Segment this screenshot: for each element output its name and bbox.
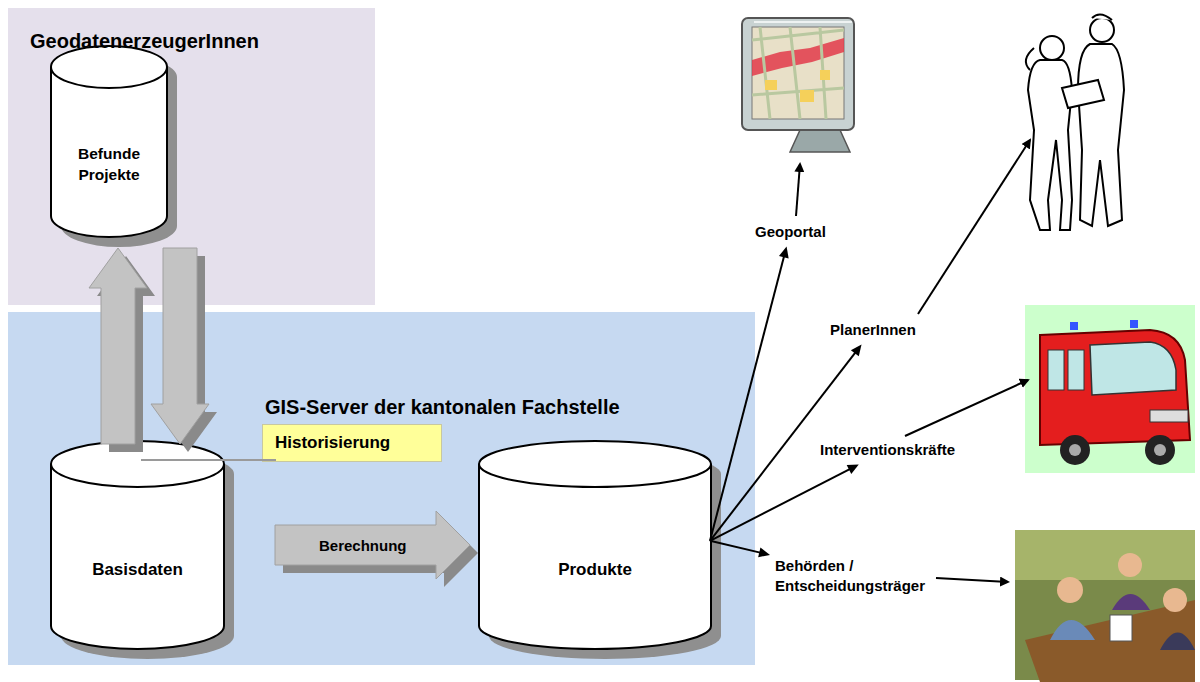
block-arrow <box>151 248 217 452</box>
connector-line <box>710 247 789 541</box>
node-text: Basisdaten <box>86 559 189 581</box>
fire-truck <box>1025 305 1195 473</box>
node-text: PlanerInnen <box>830 320 916 340</box>
block-arrow <box>89 248 155 452</box>
user-label: Geoportal <box>755 222 826 242</box>
node-text: Befunde Projekte <box>50 144 168 184</box>
connector-line <box>710 465 859 541</box>
pointer-lines <box>796 140 1030 582</box>
callout-box: Historisierung <box>262 424 442 462</box>
planner-figures <box>1026 14 1124 230</box>
database-cylinder: Produkte <box>478 440 712 650</box>
leader-line <box>141 459 276 461</box>
cylinder-text-area: Basisdaten <box>50 490 225 650</box>
cylinder-text-area: Befunde Projekte <box>50 91 168 238</box>
user-label: PlanerInnen <box>830 320 916 340</box>
node-text: Historisierung <box>275 433 390 453</box>
block-arrow <box>275 511 478 587</box>
monitor-icon <box>742 18 854 152</box>
connector-line <box>710 345 862 541</box>
node-text: Geoportal <box>755 222 826 242</box>
database-cylinder: Befunde Projekte <box>50 45 168 238</box>
cylinder-text-area: Produkte <box>478 490 712 650</box>
node-text: Interventionskräfte <box>820 440 955 460</box>
connector-line <box>710 541 770 557</box>
node-text: Behörden / Entscheidungsträger <box>775 556 940 595</box>
user-label: Behörden / Entscheidungsträger <box>775 556 940 595</box>
node-text: Produkte <box>552 559 638 581</box>
database-cylinder: Basisdaten <box>50 440 225 650</box>
cylinder-outline <box>478 440 724 662</box>
cylinder-outline <box>50 440 237 662</box>
meeting-photo <box>1015 530 1195 682</box>
user-label: Interventionskräfte <box>820 440 955 460</box>
band-title: GIS-Server der kantonalen Fachstelle <box>265 396 620 419</box>
edge-label: Berechnung <box>317 537 409 554</box>
band-title: GeodatenerzeugerInnen <box>30 30 259 53</box>
